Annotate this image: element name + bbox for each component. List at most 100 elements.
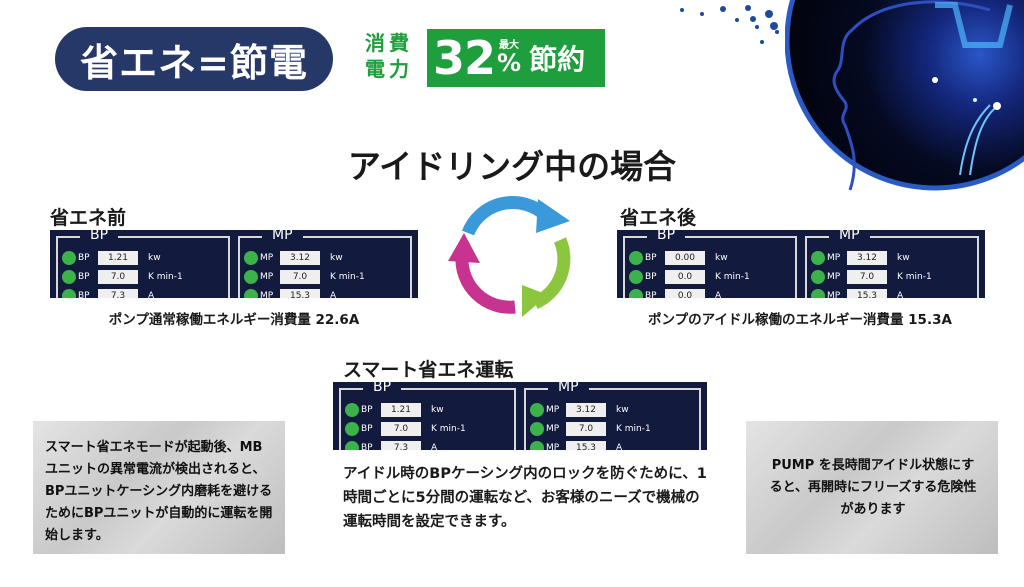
group-label: BP [80, 230, 119, 243]
consume-line1: 消費 [365, 31, 413, 55]
gauge-row: BP 7.3 A [62, 286, 224, 298]
status-led-icon [62, 250, 76, 265]
row-label: BP [645, 252, 657, 263]
unit-label: kw [148, 252, 161, 263]
head-silhouette-icon [832, 0, 1013, 191]
value-field: 0.0 [665, 269, 705, 284]
unit-label: A [330, 290, 337, 299]
unit-label: A [148, 290, 155, 299]
main-title: アイドリング中の場合 [347, 147, 677, 186]
unit-label: A [431, 442, 438, 451]
value-field: 7.0 [98, 269, 138, 284]
status-led-icon [345, 402, 359, 417]
value-field: 7.3 [381, 440, 421, 450]
row-label: BP [645, 290, 657, 299]
before-caption: ポンプ通常稼働エネルギー消費量 22.6A [108, 312, 360, 328]
dot-icon [770, 22, 778, 30]
row-label: BP [361, 404, 373, 415]
status-led-icon [345, 421, 359, 436]
dot-icon [680, 8, 684, 12]
dot-icon [735, 18, 739, 22]
status-led-icon [629, 288, 643, 298]
value-field: 7.0 [280, 269, 320, 284]
consume-label: 消費電力 [365, 30, 425, 82]
row-label: MP [260, 271, 274, 282]
value-field: 1.21 [98, 250, 138, 265]
gauge-row: MP 15.3 A [244, 286, 406, 298]
unit-label: kw [715, 252, 728, 263]
status-led-icon [629, 250, 643, 265]
row-label: MP [827, 290, 841, 299]
unit-label: kw [897, 252, 910, 263]
group-label: MP [829, 230, 870, 243]
cycle-arrows-icon [448, 196, 571, 317]
status-led-icon [530, 421, 544, 436]
status-led-icon [244, 288, 258, 298]
dot-icon [775, 30, 779, 34]
value-field: 15.3 [280, 288, 320, 298]
dot-icon [760, 40, 764, 44]
status-led-icon [811, 269, 825, 284]
status-led-icon [811, 250, 825, 265]
value-field: 7.0 [847, 269, 887, 284]
row-label: BP [645, 271, 657, 282]
value-field: 3.12 [566, 402, 606, 417]
status-led-icon [530, 402, 544, 417]
max-label: 最大 [499, 40, 520, 51]
unit-label: A [897, 290, 904, 299]
group-label: BP [363, 382, 402, 395]
group-label: MP [548, 382, 589, 395]
row-label: BP [78, 290, 90, 299]
unit-label: kw [616, 404, 629, 415]
status-led-icon [62, 269, 76, 284]
unit-label: kw [431, 404, 444, 415]
dot-icon [750, 16, 756, 22]
dot-icon [765, 10, 773, 18]
gauge-row: BP 1.21 kw [345, 400, 510, 419]
before-title: 省エネ前 [50, 207, 127, 229]
unit-label: kw [330, 252, 343, 263]
row-label: BP [78, 252, 90, 263]
gauge-row: BP 1.21 kw [62, 248, 224, 267]
row-label: MP [260, 252, 274, 263]
value-field: 7.0 [381, 421, 421, 436]
row-label: MP [260, 290, 274, 299]
note-right: PUMP を長時間アイドル状態にすると、再開時にフリーズする危険性があります [746, 421, 998, 554]
unit-label: K min-1 [148, 271, 183, 282]
dot-icon [755, 25, 759, 29]
consume-line2: 電力 [365, 57, 413, 81]
after-caption: ポンプのアイドル稼働のエネルギー消費量 15.3A [648, 312, 952, 328]
status-led-icon [629, 269, 643, 284]
row-label: MP [546, 404, 560, 415]
title-pill: 省エネ=節電 [55, 27, 333, 91]
gauge-row: MP 3.12 kw [244, 248, 406, 267]
value-field: 3.12 [847, 250, 887, 265]
row-label: MP [546, 423, 560, 434]
dot-icon [700, 12, 704, 16]
value-field: 3.12 [280, 250, 320, 265]
value-field: 1.21 [381, 402, 421, 417]
after-title: 省エネ後 [620, 207, 697, 229]
value-field: 7.3 [98, 288, 138, 298]
dot-icon [720, 6, 726, 12]
gauge-row: BP 0.0 K min-1 [629, 267, 791, 286]
dot-icon [745, 5, 751, 11]
unit-label: K min-1 [715, 271, 750, 282]
group-label: MP [262, 230, 303, 243]
smart-title: スマート省エネ運転 [343, 359, 514, 381]
